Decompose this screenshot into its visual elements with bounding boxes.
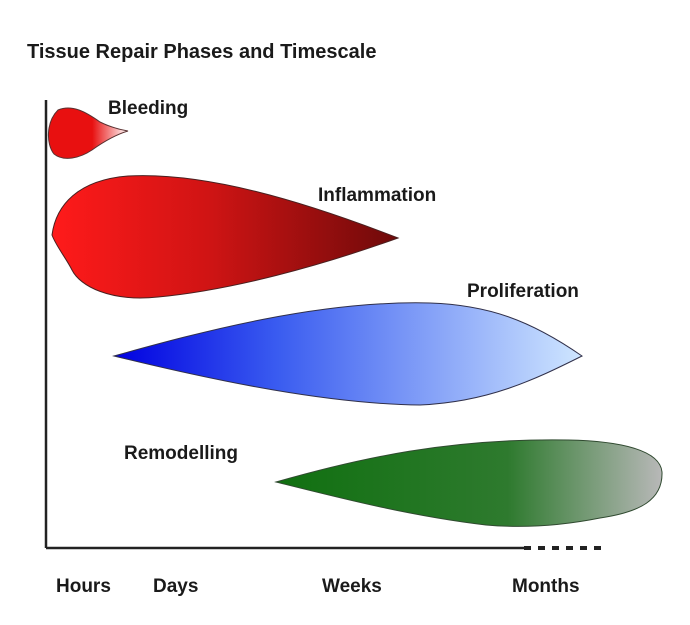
diagram-title: Tissue Repair Phases and Timescale [27,41,376,63]
phase-label-inflammation: Inflammation [318,185,436,206]
phase-shape-remodelling [274,439,663,527]
phase-label-proliferation: Proliferation [467,281,579,302]
phase-label-remodelling: Remodelling [124,443,238,464]
phase-shape-proliferation [112,302,583,406]
axis-label-hours: Hours [56,576,111,597]
phase-shape-bleeding [48,107,129,159]
phase-label-bleeding: Bleeding [108,98,188,119]
axis-label-weeks: Weeks [322,576,382,597]
axis-label-days: Days [153,576,198,597]
axis-label-months: Months [512,576,580,597]
phase-shape-inflammation [51,175,400,299]
